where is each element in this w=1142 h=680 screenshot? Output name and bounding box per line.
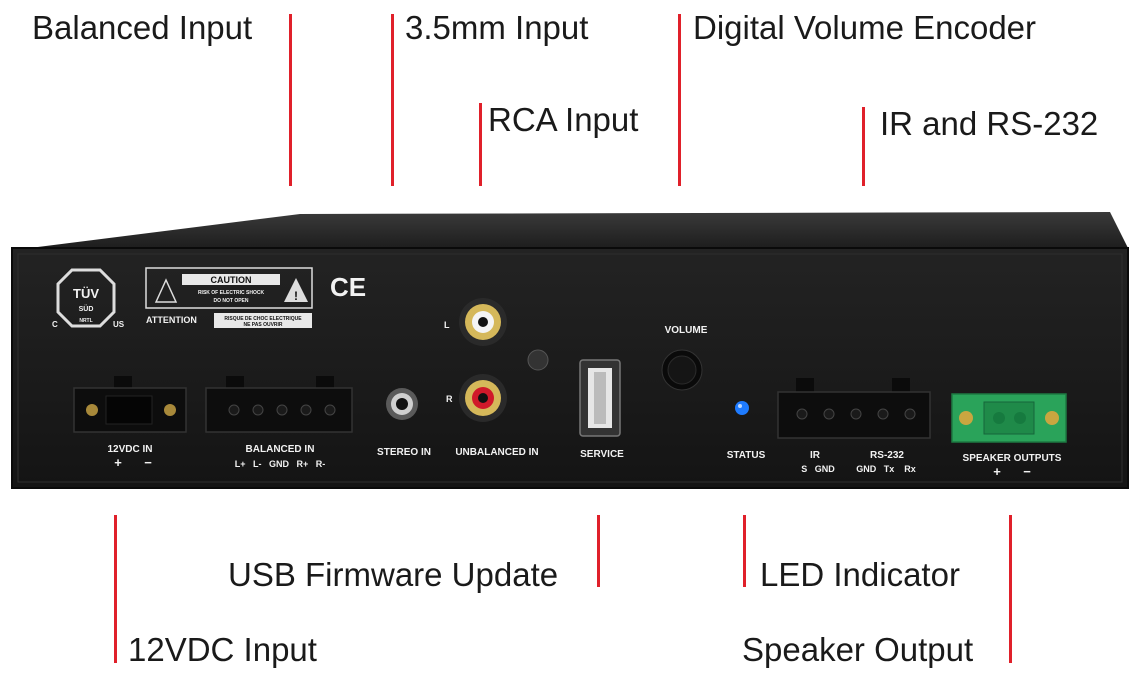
dc-plus: +	[114, 455, 122, 470]
tuv-text: TÜV	[73, 286, 99, 301]
speaker-output-connector: SPEAKER OUTPUTS + −	[951, 393, 1067, 479]
caution-title: CAUTION	[211, 275, 252, 285]
leader-digital-volume-encoder	[678, 14, 681, 186]
callout-12vdc-input: 12VDC Input	[128, 631, 317, 668]
callout-digital-volume-encoder: Digital Volume Encoder	[693, 9, 1037, 46]
attention-text: ATTENTION	[146, 315, 197, 325]
us-mark: US	[113, 320, 125, 329]
callout-rca-input: RCA Input	[488, 101, 639, 138]
chassis-front	[11, 247, 1129, 489]
rca-r-label: R	[446, 394, 453, 404]
dc-input-connector: 12VDC IN + −	[73, 376, 187, 470]
ir-pins: S GND	[801, 464, 835, 474]
callout-3-5mm-input: 3.5mm Input	[405, 9, 589, 46]
usb-service-port: SERVICE	[579, 359, 624, 460]
nrtl-text: NRTL	[79, 318, 92, 324]
c-mark: C	[52, 320, 58, 329]
volume-label: VOLUME	[665, 325, 708, 336]
spk-minus: −	[1023, 464, 1031, 479]
rs232-label: RS-232	[870, 450, 904, 461]
leader-speaker-output	[1009, 515, 1012, 663]
leader-usb-firmware-update	[597, 515, 600, 587]
leader-3-5mm-input	[391, 14, 394, 186]
service-label: SERVICE	[580, 449, 624, 460]
volume-encoder: VOLUME	[661, 325, 708, 391]
callout-usb-firmware-update: USB Firmware Update	[228, 556, 559, 593]
stereo-in-jack: STEREO IN	[377, 388, 431, 458]
caution-line2: DO NOT OPEN	[213, 298, 248, 304]
ce-mark: CE	[330, 272, 366, 302]
sud-text: SÜD	[79, 304, 94, 313]
callout-balanced-input: Balanced Input	[32, 9, 253, 46]
dc-label: 12VDC IN	[107, 444, 152, 455]
rca-input-jacks: L R UNBALANCED IN	[444, 298, 549, 458]
ir-rs232-connector: IR RS-232 S GND GND Tx Rx	[777, 378, 931, 474]
status-led: STATUS	[727, 401, 766, 461]
balanced-label: BALANCED IN	[246, 444, 315, 455]
dc-minus: −	[144, 455, 152, 470]
unbalanced-label: UNBALANCED IN	[455, 447, 538, 458]
ir-label: IR	[810, 450, 821, 461]
caution-label: ! CAUTION RISK OF ELECTRIC SHOCK DO NOT …	[145, 267, 313, 328]
tuv-logo: TÜV SÜD C US NRTL	[52, 268, 125, 329]
callout-led-indicator: LED Indicator	[760, 556, 960, 593]
chassis-top	[14, 212, 1128, 250]
leader-led-indicator	[743, 515, 746, 587]
svg-text:!: !	[294, 289, 298, 303]
leader-ir-rs232	[862, 107, 865, 186]
leader-balanced-input	[289, 14, 292, 186]
rs232-pins: GND Tx Rx	[856, 464, 916, 474]
attention-line2: NE PAS OUVRIR	[243, 322, 282, 328]
stereo-label: STEREO IN	[377, 447, 431, 458]
speaker-label: SPEAKER OUTPUTS	[963, 453, 1062, 464]
attention-line1: RISQUE DE CHOC ELECTRIQUE	[224, 316, 302, 322]
leader-rca-input	[479, 103, 482, 186]
leader-12vdc-input	[114, 515, 117, 663]
callout-ir-rs232: IR and RS-232	[880, 105, 1099, 142]
status-label: STATUS	[727, 450, 766, 461]
spk-plus: +	[993, 464, 1001, 479]
balanced-input-connector: BALANCED IN L+ L- GND R+ R-	[205, 376, 353, 469]
caution-line1: RISK OF ELECTRIC SHOCK	[198, 290, 265, 296]
rca-l-label: L	[444, 320, 450, 330]
balanced-pins: L+ L- GND R+ R-	[235, 459, 326, 469]
callout-speaker-output: Speaker Output	[742, 631, 974, 668]
